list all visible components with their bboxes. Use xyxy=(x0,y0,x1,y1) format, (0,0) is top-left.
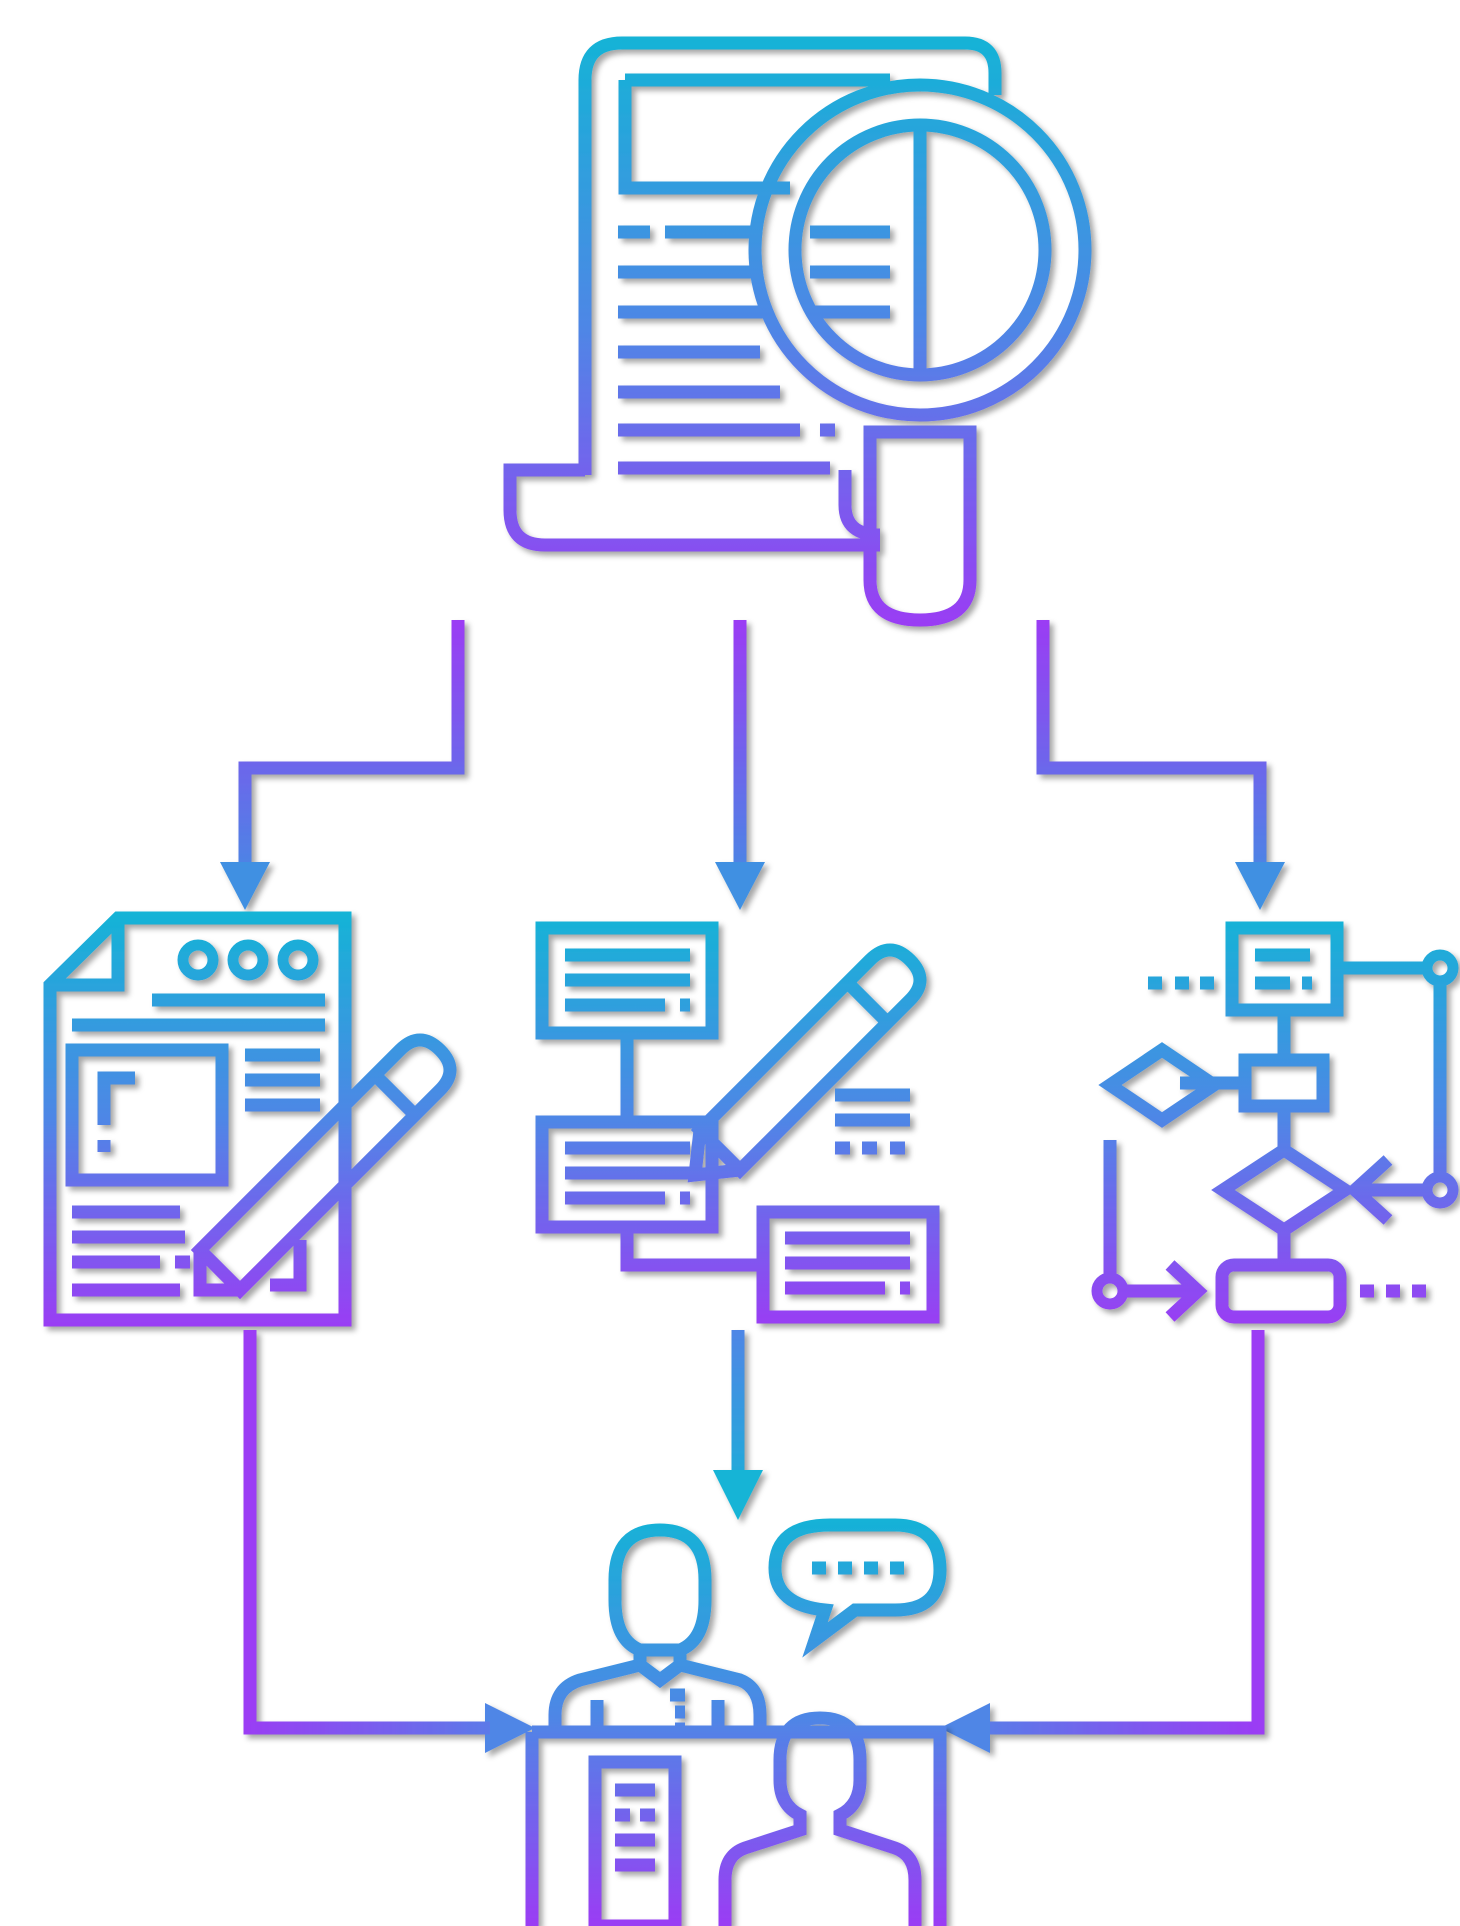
flow-boxes-pencil-icon xyxy=(535,921,940,1324)
connector-analysis-to-workflow xyxy=(1036,620,1285,910)
connector-analysis-to-writing xyxy=(220,620,465,910)
flowchart-icon xyxy=(1091,921,1459,1324)
connector-workflow-to-presentation xyxy=(940,1330,1265,1753)
speaker-presentation-icon xyxy=(525,1518,947,1926)
connector-planning-to-presentation xyxy=(713,1330,763,1520)
document-magnifier-icon xyxy=(503,36,1092,627)
connector-analysis-to-planning xyxy=(715,620,765,910)
connector-writing-to-presentation xyxy=(243,1330,535,1753)
document-pencil-icon xyxy=(43,911,457,1327)
